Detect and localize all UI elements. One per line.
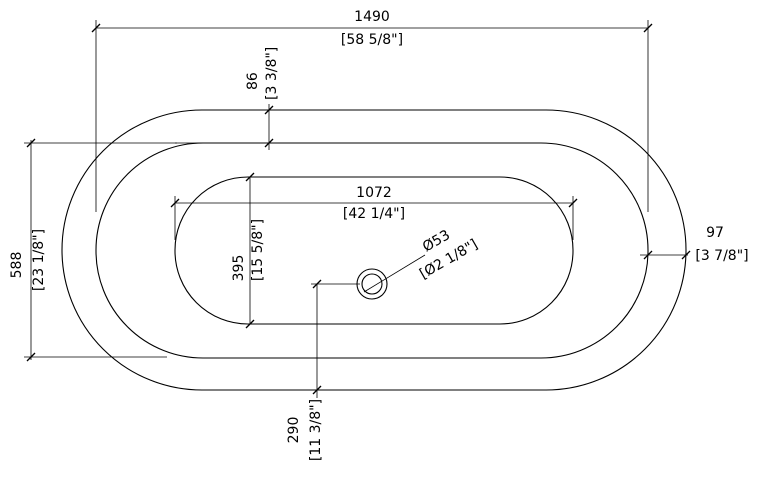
overall-width-inch: [23 1/8"] (31, 229, 47, 291)
overall-length-mm: 1490 (354, 9, 390, 25)
dimension-overall-width: 588 [23 1/8"] (9, 138, 177, 362)
inner-length-inch: [42 1/4"] (343, 206, 405, 222)
tub-rim-inner-outline (95, 142, 649, 359)
dimension-overall-length: 1490 [58 5/8"] (91, 9, 653, 212)
tub-basin-outline (174, 176, 574, 325)
drain-inner-ring (361, 273, 383, 295)
dimension-inner-length: 1072 [42 1/4"] (170, 185, 578, 240)
dimension-drain-offset: 290 [11 3/8"] (286, 279, 360, 461)
overall-width-mm: 588 (9, 252, 25, 279)
inner-width-mm: 395 (231, 255, 247, 282)
tub-outer-outline (61, 109, 687, 391)
overall-length-inch: [58 5/8"] (341, 32, 403, 48)
rim-side-inch: [3 7/8"] (695, 248, 748, 264)
drain-offset-mm: 290 (286, 417, 302, 444)
dimension-inner-width: 395 [15 5/8"] (231, 172, 266, 329)
inner-width-inch: [15 5/8"] (250, 219, 266, 281)
dimension-rim-side: 97 [3 7/8"] (640, 225, 749, 264)
inner-length-mm: 1072 (356, 185, 392, 201)
rim-top-inch: [3 3/8"] (264, 47, 280, 100)
drain-leader (363, 254, 426, 293)
rim-side-mm: 97 (706, 225, 724, 241)
rim-top-mm: 86 (245, 72, 261, 90)
drain-offset-inch: [11 3/8"] (308, 399, 324, 461)
dimension-drain-diameter: Ø53 [Ø2 1/8"] (417, 227, 481, 282)
dimension-rim-top: 86 [3 3/8"] (175, 47, 285, 150)
